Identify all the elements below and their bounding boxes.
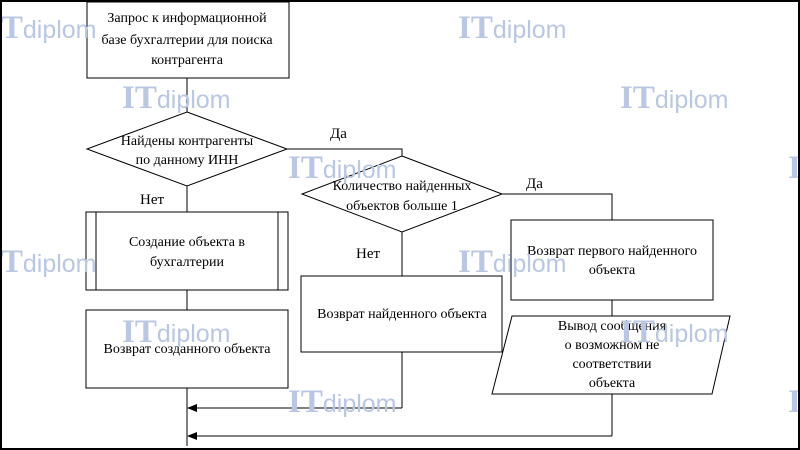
create-object-line-2: бухгалтерии <box>150 255 224 270</box>
output-message-line-1: Вывод сообщения <box>558 319 667 334</box>
connector-lines <box>186 78 613 446</box>
query-line-3: контрагента <box>151 53 224 68</box>
return-first-line-1: Возврат первого найденного <box>527 244 697 259</box>
count-no-label: Нет <box>356 246 380 262</box>
output-message-line-3: соответствии <box>572 357 652 372</box>
output-message-parallelogram <box>491 315 731 395</box>
return-first-line-2: объекта <box>589 263 636 278</box>
return-found-text: Возврат найденного объекта <box>317 307 487 322</box>
shapes <box>85 1 731 395</box>
output-message-line-2: о возможном не <box>565 338 660 353</box>
create-object-line-1: Создание объекта в <box>129 235 245 250</box>
query-line-2: базе бухгалтерии для поиска <box>101 33 273 48</box>
query-box <box>86 1 290 79</box>
count-decision-line-2: объектов больше 1 <box>346 199 458 214</box>
return-created-text: Возврат созданного объекта <box>103 342 271 357</box>
found-decision-text: Найдены контрагенты по данному ИНН <box>121 134 254 168</box>
edge-count-yes <box>502 193 613 220</box>
found-decision-line-1: Найдены контрагенты <box>121 134 254 149</box>
count-yes-label: Да <box>526 176 543 192</box>
query-text: Запрос к информационной базе бухгалтерии… <box>101 11 273 68</box>
found-yes-label: Да <box>330 126 347 142</box>
output-message-line-4: объекта <box>589 376 636 391</box>
found-decision-diamond <box>85 111 289 187</box>
create-object-box <box>85 211 289 291</box>
found-no-label: Нет <box>140 192 164 208</box>
return-created-box <box>85 309 289 389</box>
count-decision-line-1: Количество найденных <box>333 179 472 194</box>
return-first-box <box>510 219 714 301</box>
count-decision-text: Количество найденных объектов больше 1 <box>333 179 472 214</box>
query-line-1: Запрос к информационной <box>107 11 267 26</box>
return-first-text: Возврат первого найденного объекта <box>527 244 697 278</box>
output-message-text: Вывод сообщения о возможном не соответст… <box>558 319 667 391</box>
create-object-text: Создание объекта в бухгалтерии <box>129 235 245 270</box>
count-decision-diamond <box>300 155 504 233</box>
edge-found-yes <box>287 148 403 156</box>
return-found-box <box>300 275 503 353</box>
found-decision-line-2: по данному ИНН <box>136 153 239 168</box>
